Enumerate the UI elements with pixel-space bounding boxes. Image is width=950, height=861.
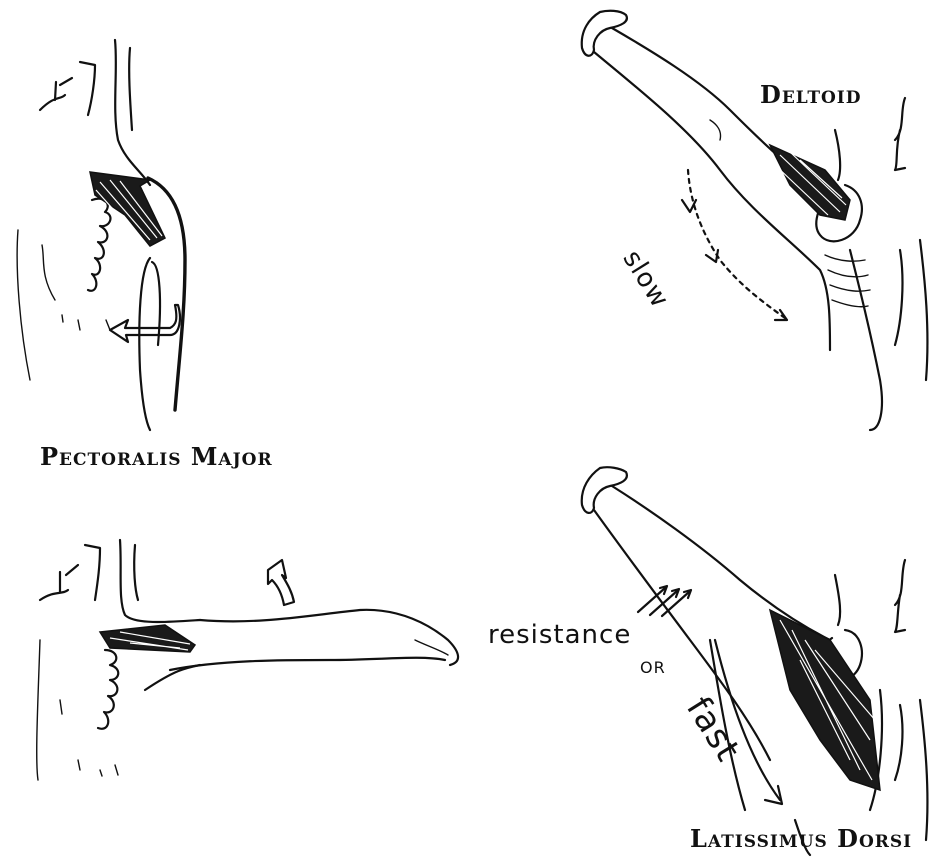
or-label: OR [640, 658, 666, 677]
pectoralis-arm-abducted-figure [37, 540, 458, 780]
deltoid-label: Deltoid [760, 80, 862, 109]
resistance-label: resistance [488, 620, 631, 650]
pectoralis-arm-down-figure [17, 40, 185, 430]
pectoralis-major-label: Pectoralis Major [40, 442, 273, 471]
latissimus-figure [582, 467, 928, 855]
deltoid-arm-raised-figure [582, 11, 928, 430]
latissimus-dorsi-label: Latissimus Dorsi [690, 824, 912, 853]
